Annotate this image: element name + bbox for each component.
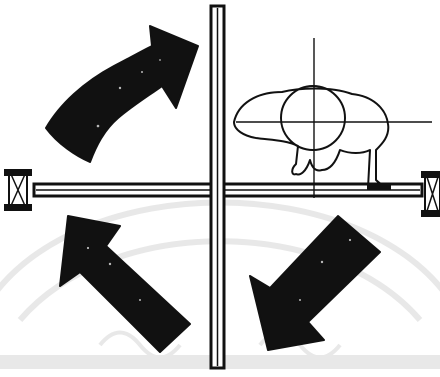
bull-hoof — [368, 184, 390, 189]
right-end-cap — [422, 172, 440, 216]
left-end-cap — [5, 170, 31, 210]
horizontal-bar — [34, 184, 422, 196]
bull-body — [234, 89, 388, 189]
bull-head — [281, 86, 345, 150]
arrow-icon — [250, 216, 380, 350]
crosshair-icon — [236, 38, 432, 198]
vertical-bar — [211, 6, 224, 368]
bull-icon — [234, 86, 390, 189]
curved-arrow-icon — [46, 26, 198, 162]
